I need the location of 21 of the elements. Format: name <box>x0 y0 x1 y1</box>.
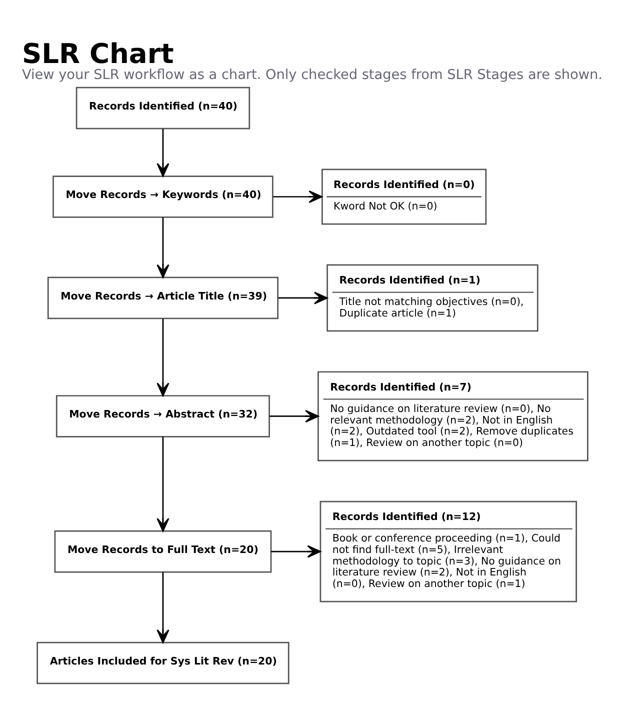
node-box: Records Identified (n=7) No guidance on literature review (n=0), No relevant methodology (n=2), Not in English (n=2), Outdated tool (n=2), Remove duplicates (n=1), Review on another topic (n=0) <box>318 370 588 461</box>
arrow <box>156 436 170 532</box>
diagram-title: SLR Chart <box>22 38 174 70</box>
node-box: Records Identified (n=40) <box>76 86 250 129</box>
node-box: Records Identified (n=1) Title not matching objectives (n=0), Duplicate article (n=1) <box>326 264 538 332</box>
arrow <box>156 128 170 176</box>
node-box: Move Records → Keywords (n=40) <box>52 175 274 218</box>
node-box: Articles Included for Sys Lit Rev (n=20) <box>36 641 290 684</box>
arrow <box>269 409 319 422</box>
caption: View your SLR workflow as a chart. Only checked stages from SLR Stages are shown. <box>22 66 603 83</box>
node-box: Move Records → Abstract (n=32) <box>56 394 270 437</box>
arrow <box>273 190 322 203</box>
arrow <box>271 544 321 558</box>
node-box: Move Records → Article Title (n=39) <box>47 276 278 319</box>
arrow <box>156 318 170 396</box>
node-box: Records Identified (n=0) Kword Not OK (n=0) <box>321 168 487 224</box>
arrow <box>278 291 328 304</box>
arrow <box>156 572 170 643</box>
node-box: Records Identified (n=12) Book or conference proceeding (n=1), Could not find full-text (n=5), Irrelevant methodology to topic (n=3), No guidance on literature review (n=2), Not in English (n=0), Review on another topic (n=1) <box>320 500 577 602</box>
node-box: Move Records to Full Text (n=20) <box>54 530 272 572</box>
arrow <box>156 216 170 278</box>
